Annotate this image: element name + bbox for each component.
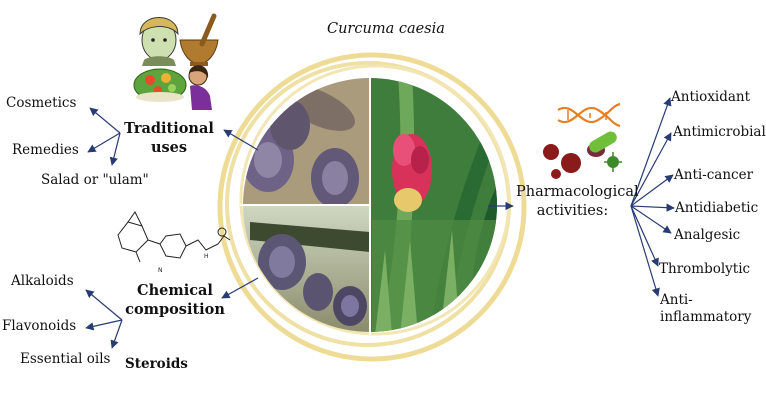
decorative-ring-outer xyxy=(217,52,527,362)
arrow-to-flavonoids xyxy=(85,319,123,331)
arrow-to-cosmetics xyxy=(89,107,121,134)
chemical-component-item: Flavonoids xyxy=(2,318,77,334)
hub-pharmacological-activities: Pharmacological activities: xyxy=(516,184,639,219)
arrow-to-alkaloids xyxy=(85,289,123,321)
arrow-to-essential-oils xyxy=(110,319,123,349)
arrow-to-traditional-uses xyxy=(223,129,259,151)
salad-icon xyxy=(133,65,212,110)
woman-icon xyxy=(139,17,179,66)
decorative-ring-thin xyxy=(239,64,511,336)
hub-chemical-composition: Chemical composition xyxy=(125,282,225,318)
activity-item: Anti-cancer xyxy=(674,167,754,183)
mortar-pestle-icon xyxy=(179,13,219,66)
arrow-to-anti-inflammatory xyxy=(630,205,660,297)
svg-text:N: N xyxy=(158,267,163,274)
traditional-use-item: Remedies xyxy=(12,142,79,158)
arrows xyxy=(85,97,675,349)
arrow-to-analgesic xyxy=(630,205,672,234)
activity-item: Antidiabetic xyxy=(675,200,759,216)
diagram-title: Curcuma caesia xyxy=(327,21,445,37)
bacteria-icon xyxy=(543,131,622,179)
arrow-to-thrombolytic xyxy=(630,205,659,267)
molecule-icon: N H xyxy=(117,211,231,274)
arrow-to-chemical-composition xyxy=(221,277,259,299)
arrow-to-salad xyxy=(109,132,121,166)
chemical-component-item: Steroids xyxy=(125,356,188,372)
dna-icon xyxy=(557,102,621,128)
activity-item: Antimicrobial xyxy=(673,124,766,140)
chemical-component-item: Essential oils xyxy=(20,351,111,367)
activity-item: Analgesic xyxy=(674,227,741,243)
chemical-component-item: Alkaloids xyxy=(11,273,74,289)
traditional-use-item: Cosmetics xyxy=(6,95,77,111)
svg-text:H: H xyxy=(204,253,209,260)
arrow-to-antidiabetic xyxy=(630,203,675,212)
hub-traditional-uses: Traditional uses xyxy=(124,120,214,156)
arrow-to-remedies xyxy=(87,132,121,153)
activity-item: Anti-inflammatory xyxy=(660,292,752,325)
arrow-to-anti-cancer xyxy=(630,174,674,207)
traditional-use-item: Salad or "ulam" xyxy=(41,172,149,188)
central-photo-collage xyxy=(217,52,527,362)
activity-item: Antioxidant xyxy=(671,89,751,105)
arrow-to-antimicrobial xyxy=(630,132,672,207)
activity-item: Thrombolytic xyxy=(659,261,751,277)
arrow-to-antioxidant xyxy=(630,97,672,207)
